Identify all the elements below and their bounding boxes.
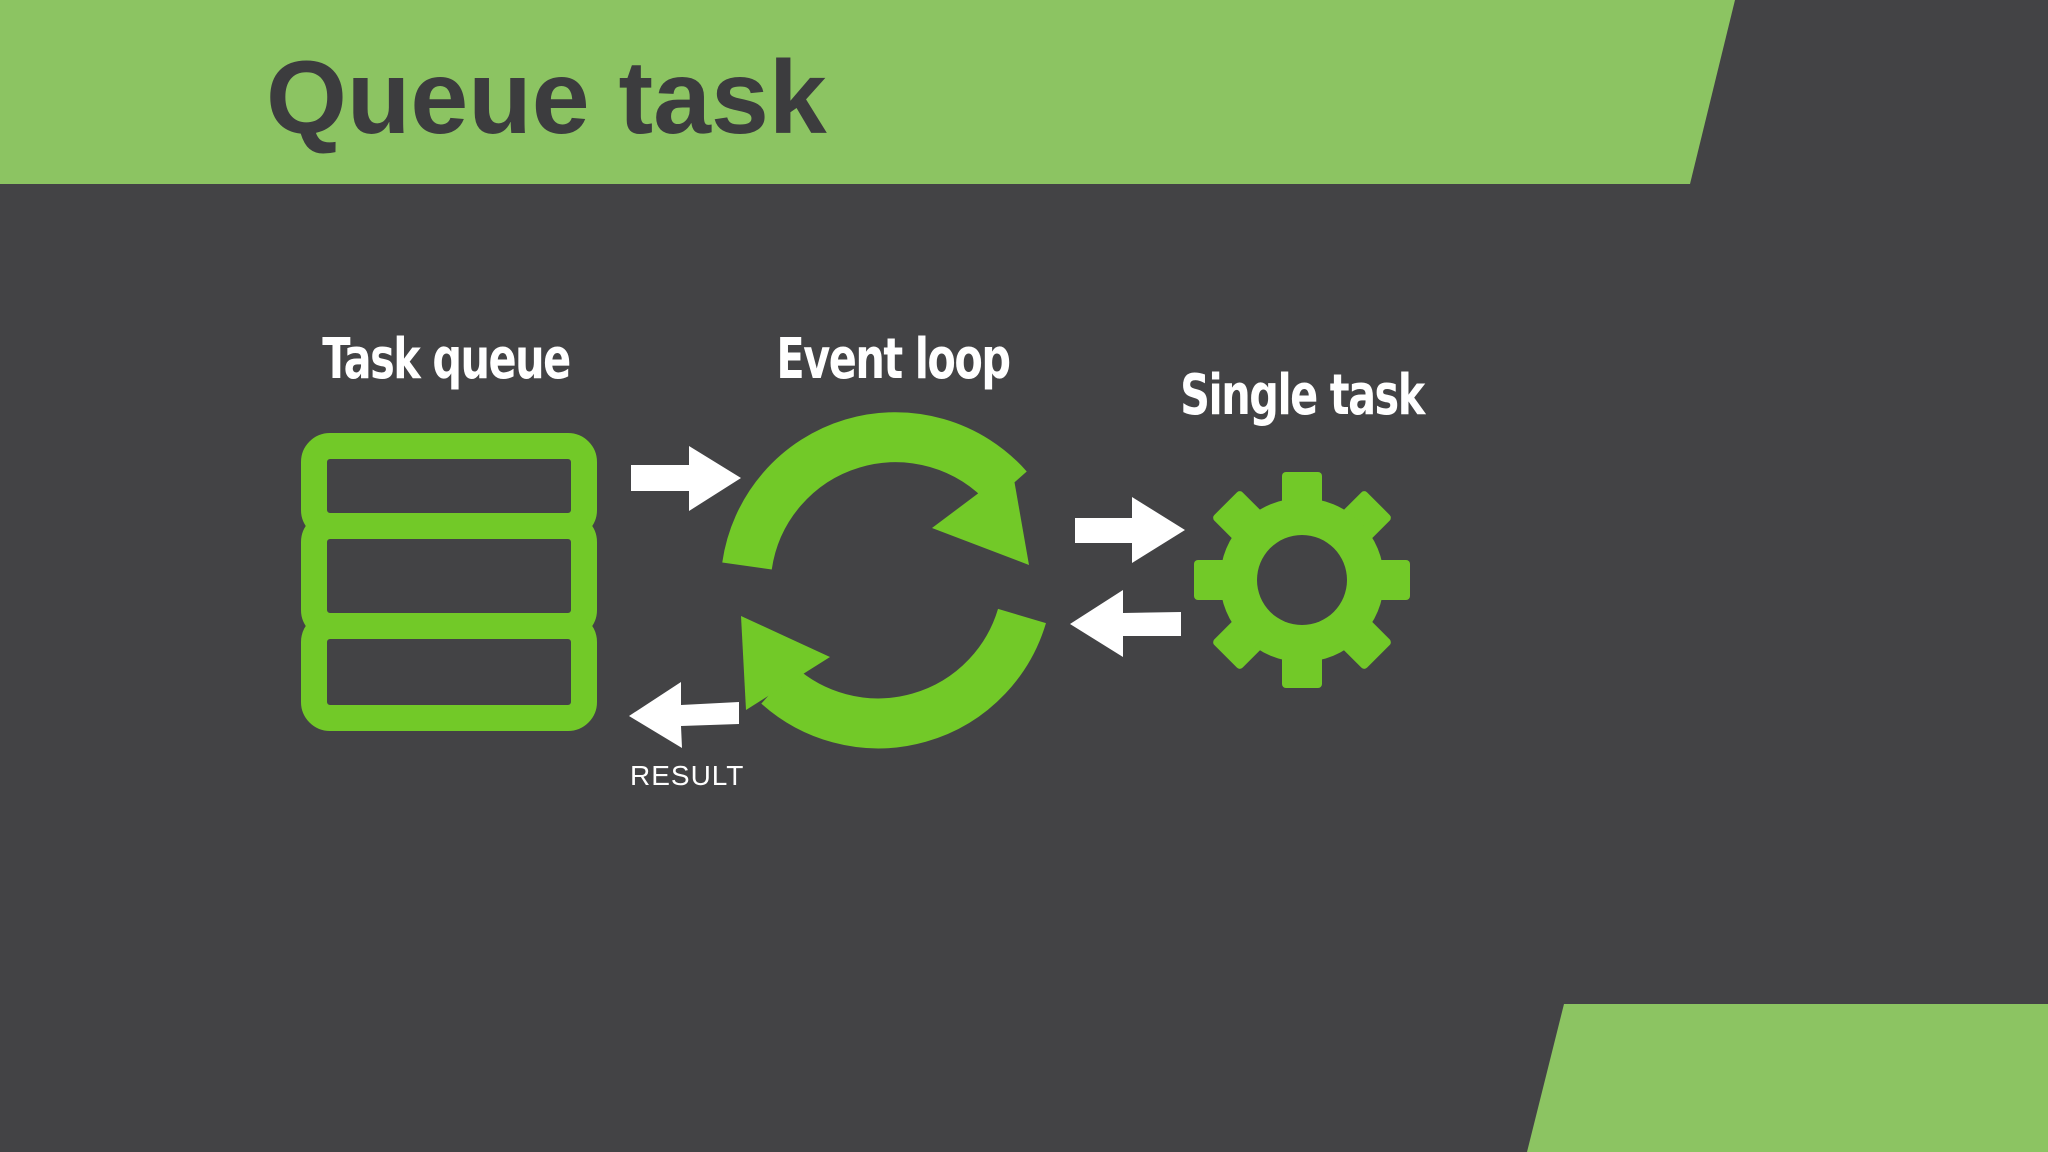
gear-icon [1194,472,1410,688]
arrow-left-icon [1070,590,1181,657]
header-band [0,0,1735,184]
arrow-right-icon [1075,497,1185,563]
result-label: RESULT [630,760,745,791]
corner-accent [1527,1004,2048,1152]
page-title: Queue task [266,40,827,156]
event-loop-label: Event loop [776,327,1011,392]
cycle-arrows-icon [722,412,1046,749]
stacked-list-icon [301,433,597,731]
arrow-right-icon [631,446,741,511]
result-arrow-left-icon [629,682,739,748]
task-queue-label: Task queue [322,327,571,392]
single-task-label: Single task [1180,363,1425,428]
